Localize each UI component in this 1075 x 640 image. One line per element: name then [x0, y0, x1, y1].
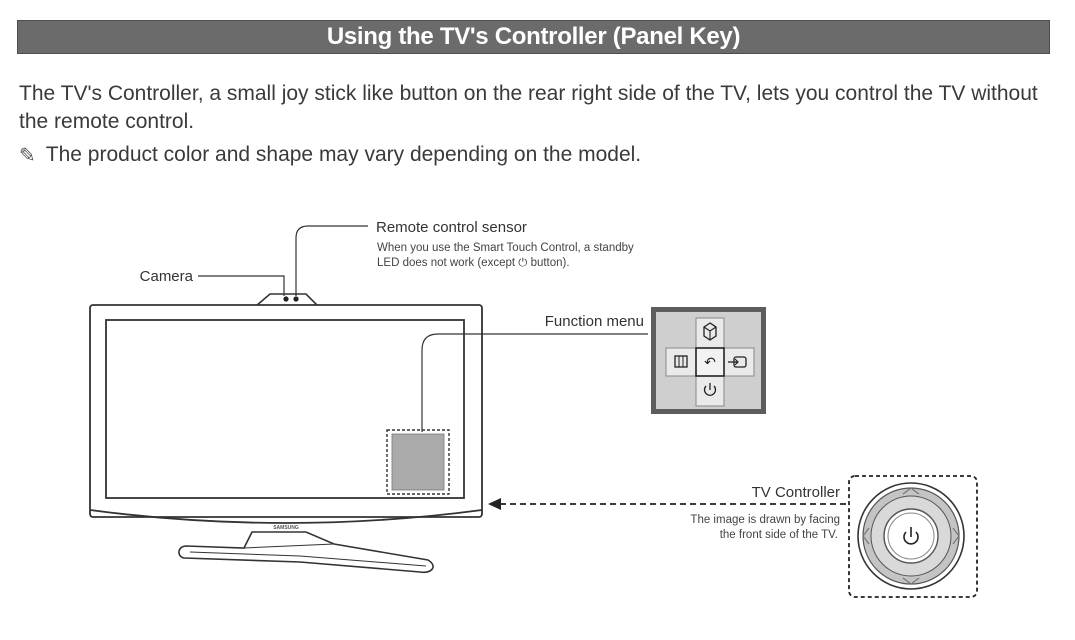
pencil-note-icon: ✎ [19, 143, 36, 167]
tv-controller-joystick [848, 475, 978, 598]
smart-hub-icon[interactable] [703, 322, 717, 341]
source-icon[interactable] [728, 356, 747, 368]
remote-sensor-desc-1: When you use the Smart Touch Control, a … [377, 242, 634, 254]
note: ✎ The product color and shape may vary d… [19, 141, 641, 169]
remote-sensor-dot [293, 296, 299, 302]
tv-illustration: SAMSUNG [89, 293, 483, 574]
return-icon: ↶ [704, 355, 716, 371]
power-icon[interactable] [703, 383, 717, 396]
section-title-bar: Using the TV's Controller (Panel Key) [17, 20, 1050, 54]
controller-power-icon[interactable] [903, 527, 919, 545]
controller-area [391, 433, 445, 491]
tv-controller-desc-1: The image is drawn by facing [690, 514, 840, 526]
remote-sensor-label: Remote control sensor [376, 219, 527, 236]
page-title: Using the TV's Controller (Panel Key) [326, 23, 741, 50]
tv-stand [178, 531, 434, 574]
function-menu-panel: ↶ [651, 307, 766, 414]
remote-sensor-desc-2: LED does not work (except ⏻ button). [377, 255, 570, 269]
camera-label: Camera [140, 268, 194, 285]
brand-logo: SAMSUNG [273, 525, 299, 531]
leader-lines [198, 225, 648, 432]
function-menu-label: Function menu [545, 313, 644, 330]
power-glyph: ⏻ [518, 255, 528, 269]
tv-controller-desc-2: the front side of the TV. [720, 529, 838, 541]
note-text: The product color and shape may vary dep… [45, 143, 642, 166]
intro-paragraph: The TV's Controller, a small joy stick l… [19, 82, 1038, 133]
controller-location-highlight [386, 429, 450, 495]
camera-lens [283, 296, 289, 302]
tv-controller-pointer [488, 498, 848, 510]
tv-controller-label: TV Controller [752, 484, 840, 501]
menu-icon[interactable] [674, 355, 688, 368]
tv-stand-edge [189, 551, 427, 567]
return-button[interactable] [695, 347, 725, 377]
